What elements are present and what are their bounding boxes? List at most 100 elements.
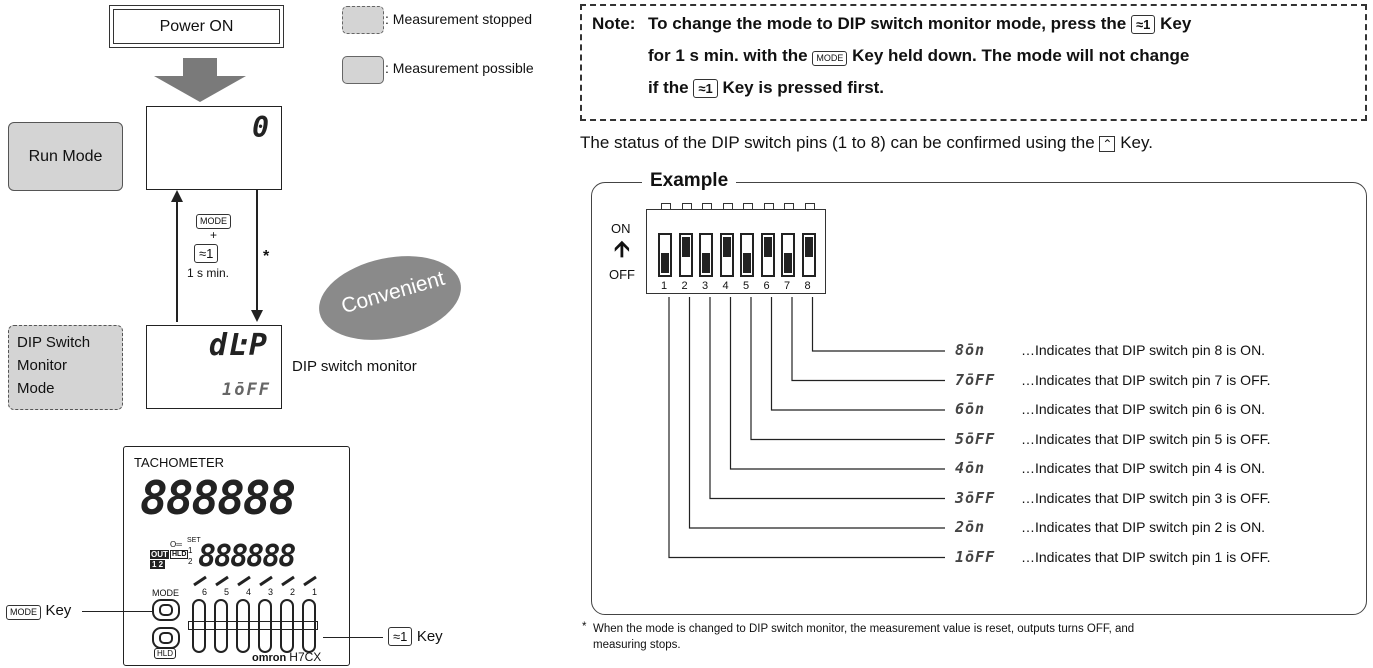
note-line1-text: To change the mode to DIP switch monitor… xyxy=(648,14,1127,33)
footnote-line2: measuring stops. xyxy=(593,639,681,651)
out-badge: OUT xyxy=(150,550,169,559)
device-key-5[interactable] xyxy=(214,599,228,653)
up-key-icon: ≈1 xyxy=(194,244,219,263)
up-key-callout-label: Key xyxy=(416,628,443,645)
device-key-4[interactable] xyxy=(236,599,250,653)
device-key-6[interactable] xyxy=(192,599,206,653)
plus-sign: + xyxy=(210,228,218,242)
device-dip-number: 2 xyxy=(290,587,296,597)
status-row: 2ōn …Indicates that DIP switch pin 2 is O… xyxy=(955,518,1265,536)
leader-line-pin-7 xyxy=(791,297,945,382)
status-row-code: 5ōFF xyxy=(955,429,996,448)
device-key-1[interactable] xyxy=(302,599,316,653)
note-line1-end: Key xyxy=(1160,14,1192,33)
set-label: SET xyxy=(187,537,201,544)
mode-key-text: MODE xyxy=(196,214,231,229)
note-up-key-1: ≈1 xyxy=(1131,15,1156,34)
mode-key-callout-icon: MODE xyxy=(6,605,41,620)
dip-pin-number: 5 xyxy=(743,280,750,292)
note-mode-key: MODE xyxy=(812,51,848,66)
up-key-callout-icon: ≈1 xyxy=(388,627,413,646)
dip-mode-line1: DIP Switch xyxy=(17,334,91,351)
asterisk-mark: * xyxy=(263,248,270,265)
dip-mode-line2: Monitor xyxy=(17,357,68,374)
status-row-text: …Indicates that DIP switch pin 1 is OFF. xyxy=(1021,548,1271,565)
dip-pin-knob xyxy=(681,237,690,257)
up-key-leader xyxy=(323,637,383,638)
note-line3-text: if the xyxy=(648,78,689,97)
mode-button[interactable] xyxy=(152,599,180,621)
dip-pin-number: 8 xyxy=(804,280,811,292)
status-row-code: 1ōFF xyxy=(955,547,996,566)
note-label: Note: xyxy=(592,14,636,33)
status-row: 7ōFF…Indicates that DIP switch pin 7 is … xyxy=(955,371,1271,389)
mode-key-callout-label: Key xyxy=(45,602,72,619)
status-row-text: …Indicates that DIP switch pin 3 is OFF. xyxy=(1021,489,1271,506)
device-dip-number: 6 xyxy=(202,587,208,597)
leader-line-pin-8 xyxy=(811,297,945,352)
ot-mark: O═ xyxy=(170,540,182,549)
note-line2-text: for 1 s min. with the xyxy=(648,46,808,65)
status-row-code: 2ōn xyxy=(955,518,986,536)
on-arrow-icon: 🡩 xyxy=(614,236,630,261)
dip-pin-knob xyxy=(702,253,710,273)
device-dip-number: 3 xyxy=(268,587,274,597)
status-row: 3ōFF…Indicates that DIP switch pin 3 is … xyxy=(955,489,1271,507)
leader-line-pin-3 xyxy=(709,297,945,500)
device-key-3[interactable] xyxy=(258,599,272,653)
footnote: * When the mode is changed to DIP switch… xyxy=(582,621,1134,653)
note-line1: To change the mode to DIP switch monitor… xyxy=(648,14,1191,34)
key-tabs xyxy=(193,575,317,587)
note-line3-end: Key is pressed first. xyxy=(722,78,885,97)
footnote-line1: When the mode is changed to DIP switch m… xyxy=(593,623,1135,635)
dip-pin-number: 4 xyxy=(722,280,729,292)
status-row: 5ōFF…Indicates that DIP switch pin 5 is … xyxy=(955,430,1271,448)
status-row: 8ōn…Indicates that DIP switch pin 8 is O… xyxy=(955,341,1265,359)
dip-pin-knob xyxy=(722,237,731,257)
mode-key-callout: MODE Key xyxy=(6,602,71,620)
status-row: 6ōn…Indicates that DIP switch pin 6 is O… xyxy=(955,400,1265,418)
up-arrow-key-icon: ⌃ xyxy=(1099,136,1116,152)
run-mode-label: Run Mode xyxy=(28,147,103,165)
dip-pin-knob xyxy=(661,253,669,273)
status-row: 1ōFF …Indicates that DIP switch pin 1 is … xyxy=(955,548,1271,566)
brand-logo: omron H7CX xyxy=(252,650,321,664)
leader-line-pin-1 xyxy=(668,297,945,559)
run-display: 0 xyxy=(146,106,282,190)
one-two-badge: 1 2 xyxy=(150,560,166,569)
brand-name: omron xyxy=(252,652,287,664)
up-key-callout: ≈1 Key xyxy=(388,627,443,646)
status-line-end: Key. xyxy=(1120,133,1153,152)
hld-badge: HLD xyxy=(170,550,189,559)
dip-monitor-caption: DIP switch monitor xyxy=(292,358,417,375)
footnote-star: * xyxy=(582,621,587,633)
hld-key-label: HLD xyxy=(154,648,177,659)
main-digits: 888888 xyxy=(140,471,296,525)
dip-pin-tab xyxy=(804,203,815,209)
device-key-2[interactable] xyxy=(280,599,294,653)
status-row-text: …Indicates that DIP switch pin 2 is ON. xyxy=(1021,519,1266,535)
dip-pin-number: 6 xyxy=(763,280,770,292)
dip-pin-1 xyxy=(658,233,672,277)
status-row-code: 4ōn xyxy=(955,459,986,477)
status-row-text: …Indicates that DIP switch pin 4 is ON. xyxy=(1021,460,1266,476)
dip-pin-8 xyxy=(801,233,816,277)
note-box: Note: To change the mode to DIP switch m… xyxy=(580,4,1367,121)
dip-pin-tab xyxy=(702,203,712,209)
device-dip-number: 1 xyxy=(312,587,318,597)
off-label: OFF xyxy=(609,267,635,282)
dip-pin-7 xyxy=(781,233,795,277)
run-mode-box: Run Mode xyxy=(8,122,123,191)
dip-pin-tab xyxy=(681,203,692,209)
device-dip-number: 5 xyxy=(224,587,230,597)
status-row: 4ōn …Indicates that DIP switch pin 4 is O… xyxy=(955,459,1265,477)
legend-stopped-swatch xyxy=(342,6,384,34)
note-line2: for 1 s min. with the MODE Key held down… xyxy=(648,46,1189,66)
dip-display-bottom: 1ōFF xyxy=(222,380,271,400)
status-row-code: 8ōn xyxy=(955,341,986,359)
convenient-badge xyxy=(319,256,461,340)
note-up-key-2: ≈1 xyxy=(693,79,718,98)
